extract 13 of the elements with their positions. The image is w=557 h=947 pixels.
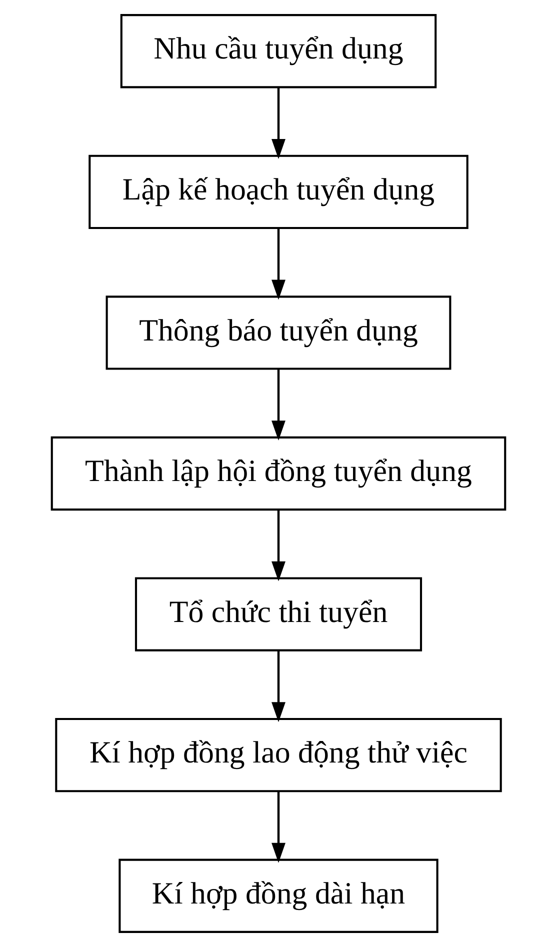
node-box: Kí hợp đồng dài hạn: [118, 858, 438, 933]
node-box: Tổ chức thi tuyển: [134, 577, 422, 652]
arrow: [272, 791, 286, 863]
arrow: [272, 228, 286, 300]
node-box: Thành lập hội đồng tuyển dụng: [50, 436, 506, 511]
node-box: Nhu cầu tuyển dụng: [120, 14, 437, 88]
arrow: [272, 369, 286, 440]
node-box: Thông báo tuyển dụng: [106, 296, 452, 370]
arrow: [272, 510, 286, 582]
node-box: Lập kế hoạch tuyển dụng: [88, 154, 468, 229]
node-box: Kí hợp đồng lao động thử việc: [55, 718, 502, 792]
arrow: [272, 650, 286, 722]
arrow: [272, 88, 286, 159]
